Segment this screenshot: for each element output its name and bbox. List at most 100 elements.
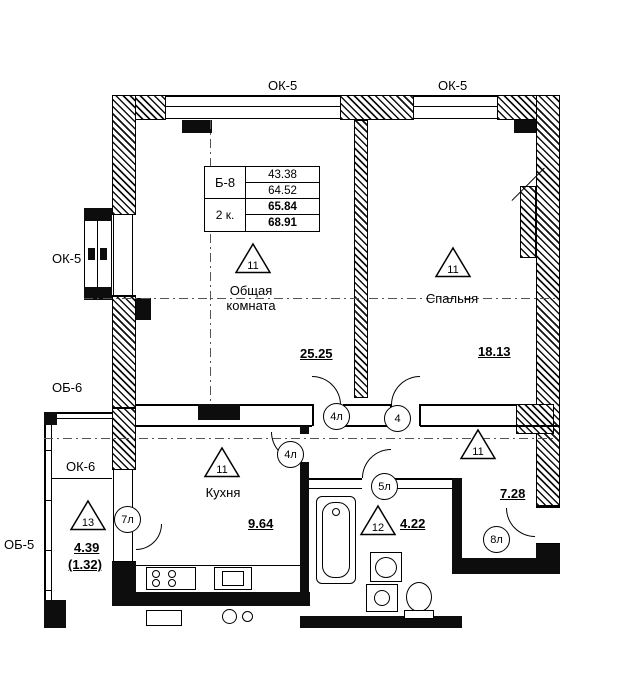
- wall-mid-bottom-b: [344, 425, 390, 427]
- window-left-inner-line: [132, 215, 134, 296]
- stove-burner-2: [168, 570, 176, 578]
- wall-left-middle: [112, 296, 136, 408]
- triangle-icon: [69, 499, 107, 531]
- window-top-right-mid-line: [414, 106, 497, 108]
- wall-left-lower: [112, 408, 136, 470]
- entrance-door-arc: [506, 508, 535, 537]
- kitchen-window-outer-line: [113, 470, 115, 562]
- kitchen-marker: 11: [203, 446, 241, 478]
- fixture-below-3: [242, 611, 253, 622]
- kitchen-area: 9.64: [248, 516, 274, 531]
- window-top-left-mid-line: [166, 106, 340, 108]
- wall-block-hall-corner: [516, 404, 554, 434]
- balcony-lower-glazing-outer: [44, 412, 46, 628]
- triangle-icon: [459, 428, 497, 460]
- kitchen-name: Кухня: [205, 485, 241, 500]
- glazing-tick-3: [44, 550, 52, 552]
- area-value-4: 68.91: [245, 215, 319, 231]
- area-value-1: 43.38: [245, 167, 319, 183]
- jamb-left-window-bottom: [112, 295, 136, 297]
- bath-door-marker: 5л: [371, 473, 398, 500]
- triangle-icon: [234, 242, 272, 274]
- wall-middle-vertical: [354, 120, 368, 398]
- jamb-kitchen-window-top: [112, 469, 136, 471]
- balcony-lower-bottom-block: [44, 600, 66, 628]
- jamb-living-door-left: [312, 404, 314, 426]
- rooms-count: 2 к.: [215, 208, 235, 222]
- balcony-lower-top-outer: [44, 412, 112, 414]
- balcony-marker: 13: [69, 499, 107, 531]
- wall-right-bottom-block: [536, 544, 560, 562]
- hall-marker-number: 11: [472, 446, 484, 458]
- glazing-tick-4: [44, 590, 52, 592]
- apartment-info-table: Б-8 2 к. 43.38 64.52 65.84 68.91: [204, 166, 320, 232]
- area-value-2: 64.52: [245, 183, 319, 199]
- stove-burner-3: [152, 579, 160, 587]
- balcony-door-marker: 7л: [114, 506, 141, 533]
- living-door-label: 4л: [330, 410, 343, 423]
- jamb-bedroom-door-right: [419, 404, 421, 426]
- toilet-tank: [404, 610, 434, 619]
- kitchen-door-label: 4л: [284, 448, 297, 461]
- kitchen-marker-number: 11: [216, 464, 228, 476]
- jamb-left-window-top: [112, 214, 136, 216]
- wall-bath-top-b: [392, 478, 454, 480]
- kitchen-counter-line: [136, 565, 300, 567]
- wall-mid-bottom-c: [420, 425, 560, 427]
- entrance-door-marker: 8л: [483, 526, 510, 553]
- living-room-marker: 11: [234, 242, 272, 274]
- hall-area: 7.28: [500, 486, 526, 501]
- window-label-top-right: ОК-5: [438, 78, 468, 93]
- balcony-upper-cap-top: [84, 208, 112, 221]
- balcony-upper-sash-left: [88, 248, 95, 260]
- area-value-3: 65.84: [245, 199, 319, 215]
- bedroom-marker-number: 11: [447, 264, 459, 276]
- wall-bath-top-inner-a: [309, 488, 362, 490]
- pilaster-left-living: [136, 298, 151, 320]
- bath-marker-number: 12: [371, 522, 385, 534]
- kitchen-door-marker: 4л: [277, 441, 304, 468]
- bedroom-door-marker: 4: [384, 405, 411, 432]
- bedroom-name: Спальня: [425, 291, 479, 306]
- window-label-top-left: ОК-5: [268, 78, 298, 93]
- glazing-tick-2: [44, 500, 52, 502]
- triangle-icon: [434, 246, 472, 278]
- balcony-upper-sash-right: [100, 248, 107, 260]
- balcony-door-arc: [136, 524, 162, 550]
- bedroom-door-arc: [391, 376, 420, 405]
- entrance-door-label: 8л: [490, 533, 503, 546]
- washing-machine-drum: [374, 590, 390, 606]
- balcony-door-label: 7л: [121, 513, 134, 526]
- hall-marker: 11: [459, 428, 497, 460]
- window-top-right-inner-line: [414, 117, 497, 119]
- balcony-lower-corner-block: [44, 412, 57, 425]
- washbasin-bowl: [375, 557, 397, 578]
- balcony-lower-sill: [51, 478, 112, 480]
- wall-kitchen-bottom: [112, 592, 310, 606]
- pilaster-mid-wall: [198, 404, 240, 420]
- triangle-icon: [359, 504, 397, 536]
- bath-marker: 12: [359, 504, 397, 536]
- toilet-bowl: [406, 582, 432, 612]
- bath-area: 4.22: [400, 516, 426, 531]
- balcony-upper-mullion: [97, 221, 99, 287]
- pilaster-top-left: [182, 120, 212, 133]
- window-top-left-inner-line: [166, 117, 340, 119]
- wall-left-bottom-block: [112, 562, 136, 592]
- triangle-icon: [203, 446, 241, 478]
- partition-kitchen-top-stub: [300, 426, 309, 434]
- glazing-tick-1: [44, 450, 52, 452]
- wall-top-outer-line: [112, 95, 558, 97]
- kitchen-sink-bowl: [222, 571, 244, 586]
- bathtub-drain: [332, 508, 340, 516]
- axis-line-horizontal-lower: [44, 438, 556, 439]
- fixture-below-2: [222, 609, 237, 624]
- living-room-area: 25.25: [300, 346, 333, 361]
- axis-line-vertical: [210, 120, 211, 404]
- jamb-kitchen-window-bottom: [112, 561, 136, 563]
- balcony-lower-glazing-inner: [51, 418, 53, 628]
- pilaster-top-right: [514, 120, 536, 133]
- wall-hall-bottom: [452, 558, 560, 574]
- balcony-lower-top-inner: [50, 418, 112, 420]
